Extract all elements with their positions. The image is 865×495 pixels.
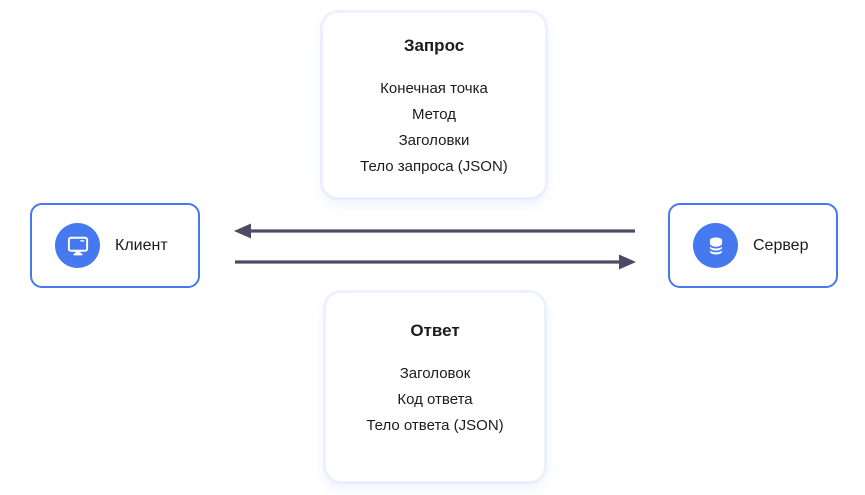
request-card-items: Конечная точка Метод Заголовки Тело запр… bbox=[323, 76, 545, 180]
response-item-body: Тело ответа (JSON) bbox=[366, 417, 504, 434]
request-card-title: Запрос bbox=[403, 36, 465, 55]
request-item-endpoint: Конечная точка bbox=[380, 80, 488, 97]
server-node-label: Сервер bbox=[753, 236, 809, 254]
database-icon bbox=[693, 223, 738, 268]
request-item-body: Тело запроса (JSON) bbox=[360, 158, 508, 175]
response-item-code: Код ответа bbox=[397, 391, 473, 408]
request-item-headers: Заголовки bbox=[398, 132, 470, 149]
client-node: Клиент bbox=[30, 203, 200, 288]
server-node: Сервер bbox=[668, 203, 838, 288]
request-response-arrows bbox=[234, 223, 636, 270]
response-card-title: Ответ bbox=[410, 321, 460, 340]
client-node-label: Клиент bbox=[115, 236, 168, 254]
request-card: Запрос Конечная точка Метод Заголовки Те… bbox=[322, 12, 546, 198]
response-card: Ответ Заголовок Код ответа Тело ответа (… bbox=[325, 292, 545, 482]
response-item-header: Заголовок bbox=[399, 365, 471, 382]
request-item-method: Метод bbox=[412, 106, 456, 123]
monitor-icon bbox=[55, 223, 100, 268]
arrow-to-server bbox=[235, 254, 636, 270]
response-card-items: Заголовок Код ответа Тело ответа (JSON) bbox=[326, 361, 544, 439]
arrow-to-client bbox=[234, 223, 635, 239]
